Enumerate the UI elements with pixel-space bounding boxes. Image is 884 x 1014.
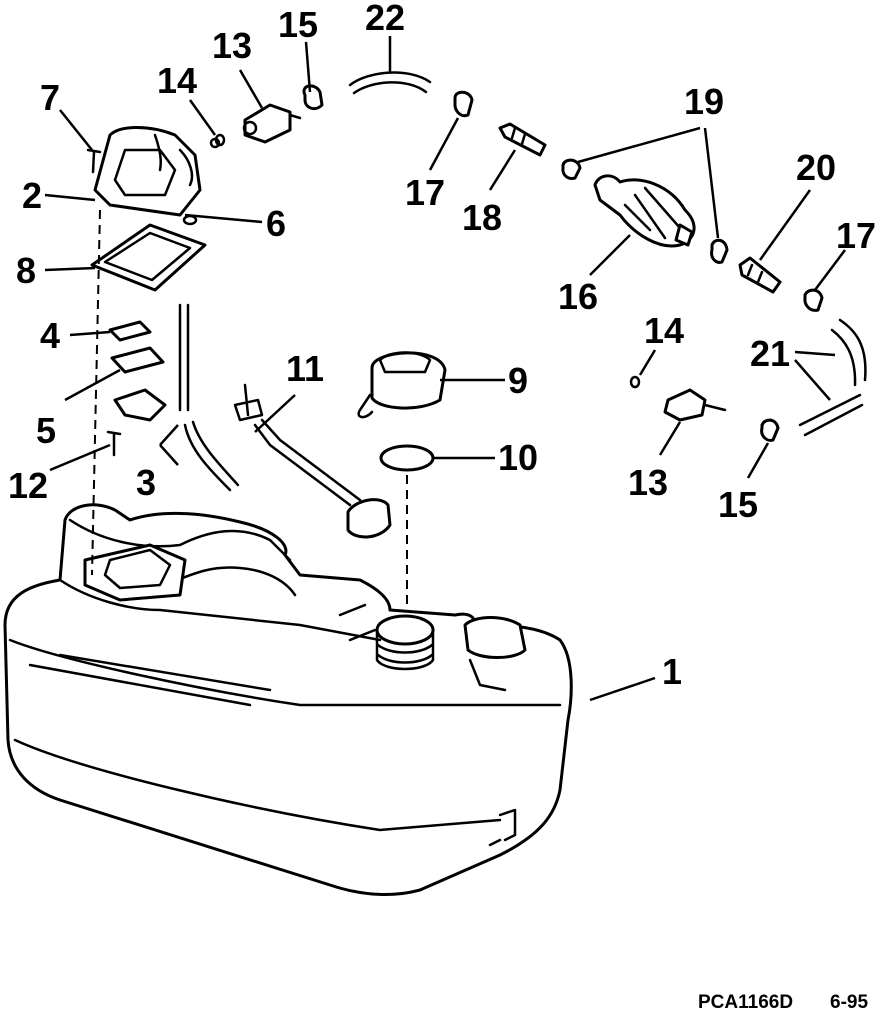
callout-7: 7 xyxy=(40,77,60,118)
quick-connector-lower xyxy=(663,388,727,422)
hose-22 xyxy=(348,71,432,95)
callout-13-upper: 13 xyxy=(212,25,252,66)
callout-12: 12 xyxy=(8,465,48,506)
callout-10: 10 xyxy=(498,437,538,478)
callout-1: 1 xyxy=(662,651,682,692)
callout-4: 4 xyxy=(40,315,60,356)
callout-17-right: 17 xyxy=(836,215,876,256)
callout-20: 20 xyxy=(796,147,836,188)
callout-21: 21 xyxy=(750,333,790,374)
alignment-lines xyxy=(91,209,408,610)
callout-16: 16 xyxy=(558,276,598,317)
fuel-tank-body xyxy=(3,503,573,897)
footer-date: 6-95 xyxy=(830,992,868,1013)
gasket xyxy=(90,223,207,292)
footer-code: PCA1166D xyxy=(698,992,793,1013)
connector-housing xyxy=(93,126,221,217)
callout-3: 3 xyxy=(136,462,156,503)
hose-fittings xyxy=(498,122,782,294)
screws xyxy=(86,148,122,457)
callout-5: 5 xyxy=(36,410,56,451)
callout-19: 19 xyxy=(684,81,724,122)
callout-9: 9 xyxy=(508,360,528,401)
callout-18: 18 xyxy=(462,197,502,238)
seal-plates xyxy=(108,320,167,422)
hose-21 xyxy=(798,318,867,437)
callout-14-upper: 14 xyxy=(157,60,197,101)
callout-labels: 1 2 3 4 5 6 7 8 9 10 11 12 13 13 14 14 1… xyxy=(8,0,876,692)
footer: PCA1166D 6-95 xyxy=(698,992,868,1013)
primer-bulb xyxy=(593,174,696,248)
hose-clamps xyxy=(302,84,824,442)
callout-17-left: 17 xyxy=(405,172,445,213)
callout-22: 22 xyxy=(365,0,405,38)
callout-8: 8 xyxy=(16,250,36,291)
pickup-tube xyxy=(178,303,240,492)
callout-6: 6 xyxy=(266,203,286,244)
callout-15-lower: 15 xyxy=(718,484,758,525)
fuel-gauge-float xyxy=(233,383,392,539)
callout-11: 11 xyxy=(286,348,324,389)
fuel-cap xyxy=(357,351,447,419)
quick-connector-upper xyxy=(242,103,302,144)
callout-14-lower: 14 xyxy=(644,310,684,351)
callout-2: 2 xyxy=(22,175,42,216)
callout-15-upper: 15 xyxy=(278,4,318,45)
leader-lines xyxy=(44,36,846,702)
callout-13-lower: 13 xyxy=(628,462,668,503)
